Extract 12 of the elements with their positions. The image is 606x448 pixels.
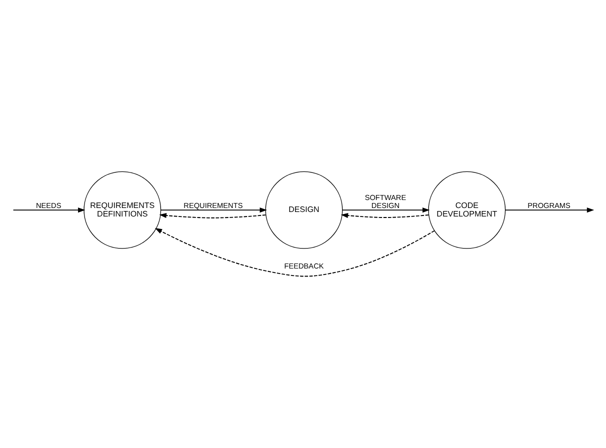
arrow xyxy=(342,208,430,213)
edge-label: FEEDBACK xyxy=(284,262,324,271)
edge-label: REQUIREMENTS xyxy=(184,200,243,210)
arrow xyxy=(160,208,267,213)
edge-label: NEEDS xyxy=(36,200,62,210)
edge-label: SOFTWARE DESIGN xyxy=(364,192,406,210)
arrow xyxy=(12,208,86,213)
arrow xyxy=(154,228,435,277)
arrow xyxy=(504,208,594,213)
arrow xyxy=(340,212,430,218)
arrow xyxy=(159,212,266,218)
edge-label: PROGRAMS xyxy=(528,200,570,210)
